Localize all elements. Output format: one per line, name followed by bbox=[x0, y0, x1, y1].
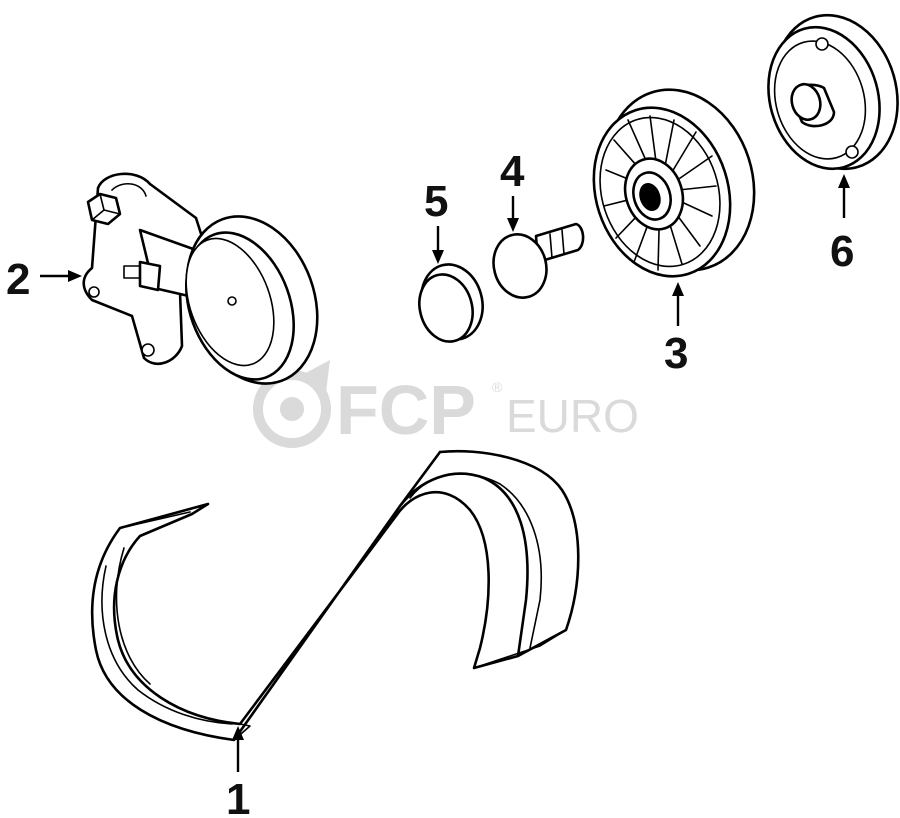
crank-pulley bbox=[767, 13, 899, 171]
watermark-registered: ® bbox=[492, 379, 503, 395]
arrow-2 bbox=[40, 270, 82, 282]
callout-6: 6 bbox=[830, 227, 854, 276]
callout-4: 4 bbox=[500, 147, 525, 196]
callout-3: 3 bbox=[664, 329, 688, 378]
pulley-bolt bbox=[492, 222, 585, 299]
arrow-5 bbox=[432, 226, 444, 264]
arrow-4 bbox=[507, 196, 519, 232]
callout-1: 1 bbox=[226, 775, 250, 818]
arrow-3 bbox=[672, 282, 684, 326]
serpentine-belt bbox=[90, 449, 580, 742]
tensioner-assembly bbox=[82, 172, 319, 385]
watermark: FCP ® EURO bbox=[253, 360, 639, 449]
arrow-1 bbox=[232, 726, 244, 772]
arrow-6 bbox=[838, 174, 850, 218]
callout-5: 5 bbox=[424, 177, 448, 226]
watermark-brand: FCP bbox=[336, 371, 476, 449]
dust-cap bbox=[418, 263, 484, 343]
idler-pulley bbox=[592, 88, 756, 278]
callout-2: 2 bbox=[6, 255, 30, 304]
watermark-suffix: EURO bbox=[506, 390, 639, 442]
